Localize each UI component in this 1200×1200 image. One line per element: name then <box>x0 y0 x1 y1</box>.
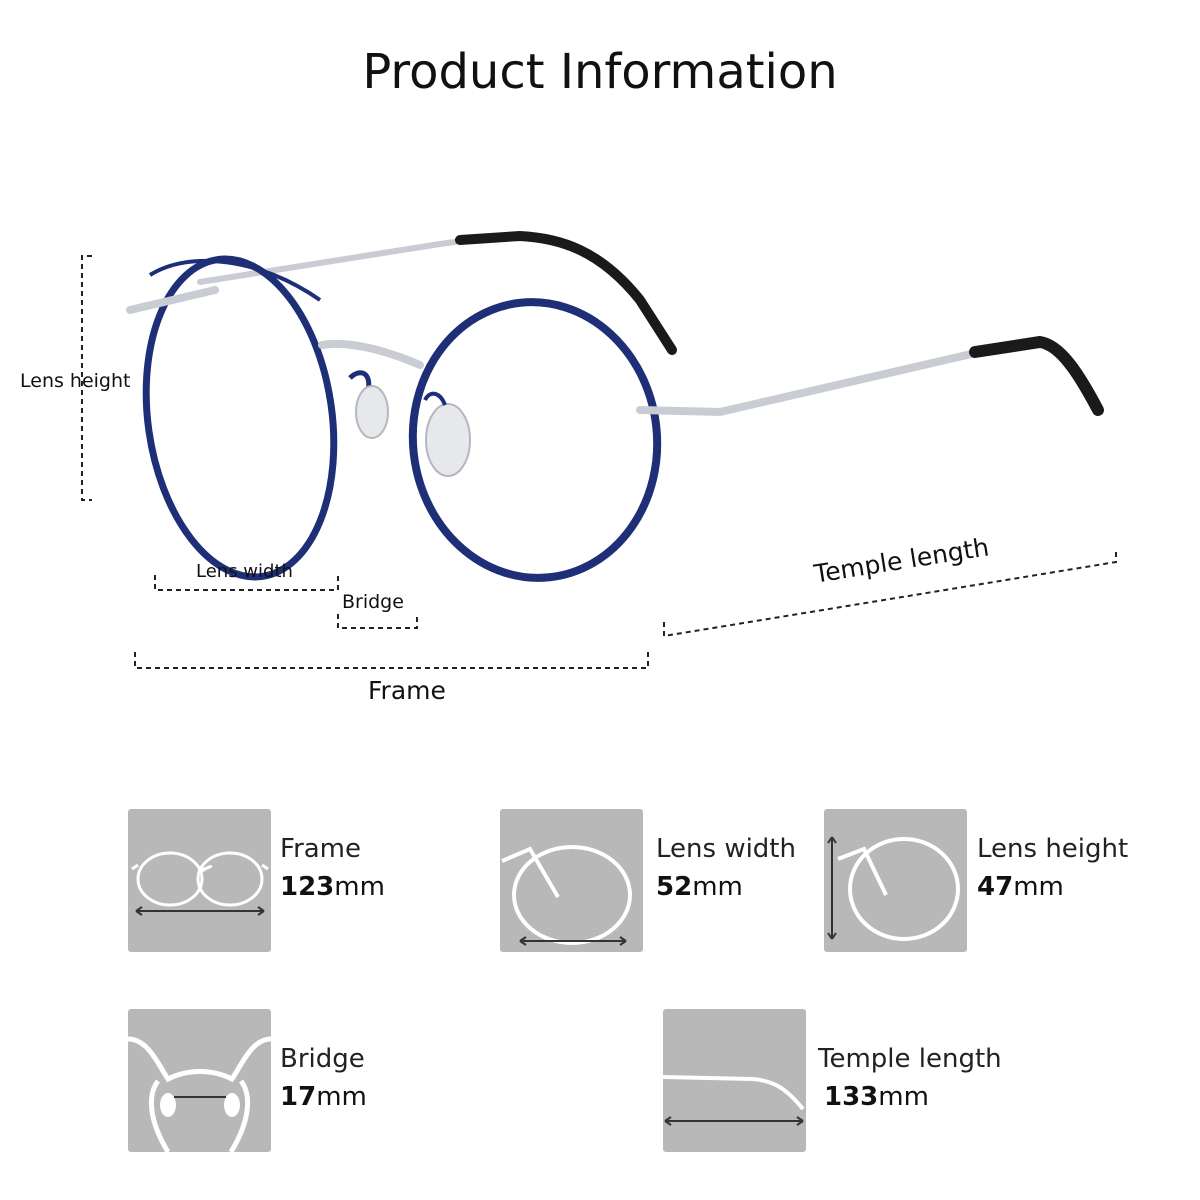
bridge-dimension <box>337 614 418 629</box>
spec-lens-height: Lens height 47mm <box>977 834 1128 902</box>
bridge-icon <box>128 1009 271 1152</box>
lens-width-icon <box>500 809 643 952</box>
page-title: Product Information <box>362 44 838 100</box>
spec-lens-width-unit: mm <box>692 872 743 902</box>
lens-height-dimension <box>81 255 92 501</box>
spec-bridge-unit: mm <box>316 1082 367 1112</box>
spec-bridge-value: 17 <box>280 1082 317 1112</box>
temple-length-dimension <box>663 550 1117 638</box>
lens-width-label: Lens width <box>196 561 293 582</box>
spec-temple-length-value: 133 <box>824 1082 879 1112</box>
spec-frame-unit: mm <box>334 872 385 902</box>
lens-height-label: Lens height <box>20 370 131 392</box>
spec-lens-height-value: 47 <box>977 872 1014 902</box>
far-temple-arm <box>197 230 677 355</box>
spec-frame-name: Frame <box>280 834 362 864</box>
spec-bridge: Bridge 17mm <box>280 1044 367 1112</box>
spec-temple-length: Temple length 133mm <box>818 1044 1002 1112</box>
spec-temple-length-unit: mm <box>878 1082 929 1112</box>
spec-bridge-name: Bridge <box>280 1044 365 1074</box>
spec-frame-value: 123 <box>280 872 335 902</box>
spec-lens-width-name: Lens width <box>656 834 796 864</box>
frame-label: Frame <box>368 676 446 705</box>
temple-length-icon <box>663 1009 806 1152</box>
spec-temple-length-name: Temple length <box>818 1044 1002 1074</box>
spec-lens-height-unit: mm <box>1013 872 1064 902</box>
spec-frame: Frame 123mm <box>280 834 385 902</box>
frame-dimension <box>134 652 649 669</box>
left-lens <box>126 255 338 581</box>
bridge-piece <box>318 339 471 477</box>
right-lens <box>408 298 662 582</box>
lens-height-icon <box>824 809 967 952</box>
near-temple-arm <box>636 335 1104 417</box>
spec-lens-width-value: 52 <box>656 872 693 902</box>
spec-lens-width: Lens width 52mm <box>656 834 796 902</box>
frame-width-icon <box>128 809 271 952</box>
glasses-diagram <box>81 230 1117 669</box>
spec-lens-height-name: Lens height <box>977 834 1129 864</box>
bridge-label: Bridge <box>342 591 404 613</box>
